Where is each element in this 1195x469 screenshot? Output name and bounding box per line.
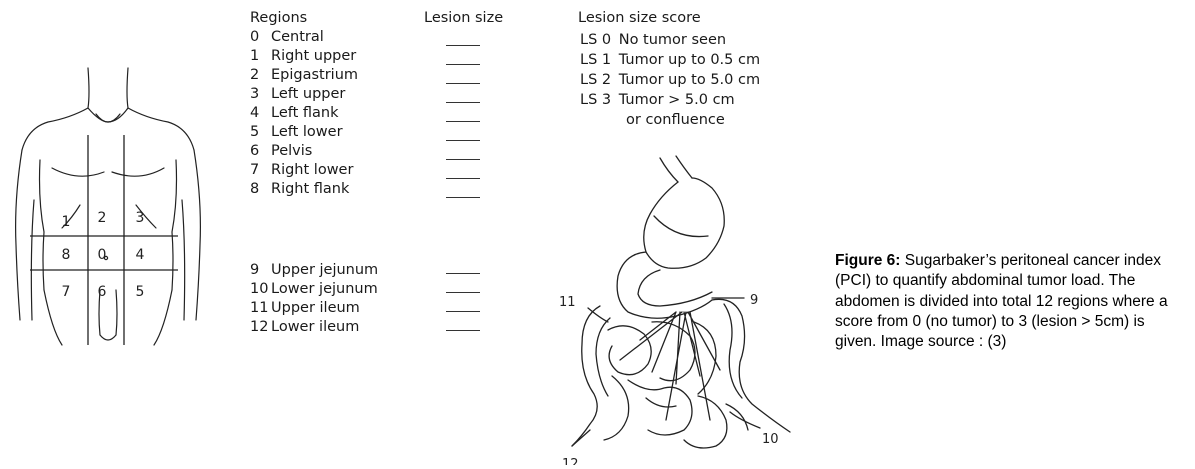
region-label-3: 3: [136, 210, 145, 226]
region-label-4: 4: [136, 247, 145, 263]
lesion-score-row: LS 3 Tumor > 5.0 cm: [580, 92, 735, 110]
region-label-1: 1: [62, 214, 71, 230]
lesion-size-blank: [446, 45, 480, 46]
lesion-score-code: LS 1: [580, 52, 611, 68]
lesion-score-row: LS 1 Tumor up to 0.5 cm: [580, 52, 760, 70]
lesion-score-row: LS 2 Tumor up to 5.0 cm: [580, 72, 760, 90]
lesion-size-blank: [446, 121, 480, 122]
lesion-score-continuation: or confluence: [626, 112, 725, 130]
lesion-score-desc: Tumor up to 5.0 cm: [619, 72, 760, 88]
lesion-size-header: Lesion size: [424, 10, 503, 28]
lesion-size-blank: [446, 330, 480, 331]
region-label-2: 2: [98, 210, 107, 226]
lesion-size-blank: [446, 292, 480, 293]
lesion-size-blank: [446, 102, 480, 103]
lesion-score-code: LS 2: [580, 72, 611, 88]
figure-label: Figure 6:: [835, 252, 900, 269]
lesion-size-blank: [446, 178, 480, 179]
lesion-score-title: Lesion size score: [578, 10, 701, 28]
lesion-size-blank: [446, 273, 480, 274]
segment-label-11: 11: [559, 295, 576, 310]
abdomen-region-diagram: 1 2 3 8 0 4 7 6 5: [0, 60, 215, 390]
lesion-score-row: LS 0 No tumor seen: [580, 32, 726, 50]
region-label-7: 7: [62, 284, 71, 300]
lesion-score-code: LS 3: [580, 92, 611, 108]
small-intestine-diagram: 11 9 10 12: [545, 150, 825, 465]
lesion-score-list: LS 0 No tumor seen LS 1 Tumor up to 0.5 …: [580, 32, 820, 132]
region-label-8: 8: [62, 247, 71, 263]
region-label-0: 0: [98, 247, 107, 263]
segment-label-12: 12: [562, 457, 579, 465]
lesion-size-blank: [446, 64, 480, 65]
lesion-score-desc: Tumor > 5.0 cm: [619, 92, 735, 108]
segment-label-9: 9: [750, 293, 758, 308]
lesion-size-blank: [446, 140, 480, 141]
lesion-size-blank: [446, 311, 480, 312]
region-label-6: 6: [98, 284, 107, 300]
regions-header: Regions: [250, 10, 307, 28]
region-label-5: 5: [136, 284, 145, 300]
lesion-size-blank: [446, 197, 480, 198]
lesion-size-blank: [446, 83, 480, 84]
figure-caption: Figure 6: Sugarbaker’s peritoneal cancer…: [835, 251, 1175, 352]
lesion-score-code: LS 0: [580, 32, 611, 48]
segment-label-10: 10: [762, 432, 779, 447]
lesion-size-blank: [446, 159, 480, 160]
lesion-score-desc: Tumor up to 0.5 cm: [619, 52, 760, 68]
lesion-score-desc: No tumor seen: [619, 32, 726, 48]
